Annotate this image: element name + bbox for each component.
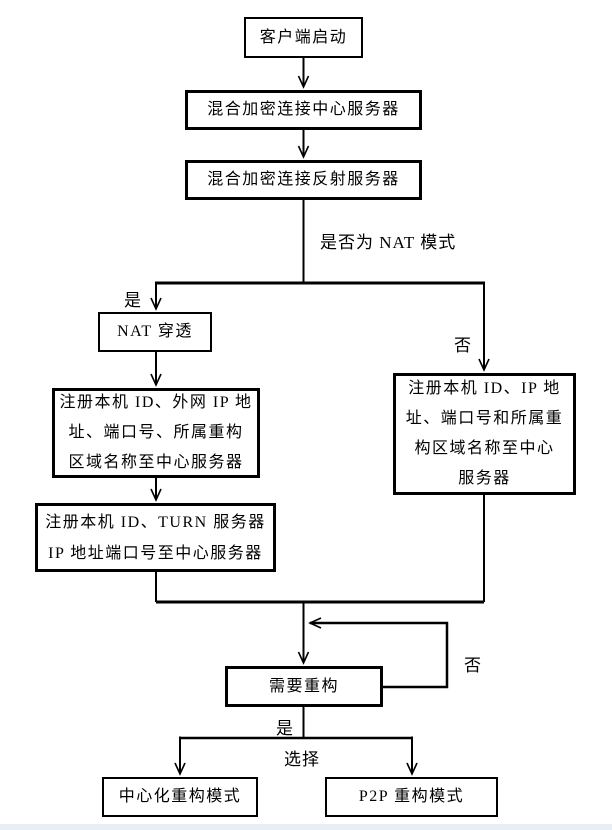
node-need-reconstruct: 需要重构 <box>225 666 383 707</box>
node-register-nat: 注册本机 ID、外网 IP 地 址、端口号、所属重构 区域名称至中心服务器 <box>52 388 260 478</box>
node-register-direct-line4: 服务器 <box>458 470 511 487</box>
node-register-direct-line1: 注册本机 ID、IP 地 <box>408 380 561 397</box>
node-need-reconstruct-label: 需要重构 <box>268 677 339 695</box>
node-connect-central-server: 混合加密连接中心服务器 <box>185 90 422 130</box>
node-connect-central-server-label: 混合加密连接中心服务器 <box>207 101 400 118</box>
node-connect-reflect-server-label: 混合加密连接反射服务器 <box>207 171 400 188</box>
edge-label-nat-question: 是否为 NAT 模式 <box>320 233 457 252</box>
node-nat-traversal: NAT 穿透 <box>98 312 212 352</box>
node-register-nat-line3: 区域名称至中心服务器 <box>68 454 244 471</box>
node-nat-traversal-label: NAT 穿透 <box>117 323 193 340</box>
edge-label-choose: 选择 <box>284 750 320 769</box>
node-register-turn-line1: 注册本机 ID、TURN 服务器 <box>45 513 266 531</box>
node-p2p-mode: P2P 重构模式 <box>325 777 498 817</box>
edge-label-no-reconstruct-loop: 否 <box>464 656 482 675</box>
node-register-nat-line1: 注册本机 ID、外网 IP 地 <box>59 394 253 411</box>
node-register-direct-line3: 构区域名称至中心 <box>414 440 555 457</box>
node-centralized-mode: 中心化重构模式 <box>102 777 258 817</box>
edge-label-yes-nat: 是 <box>124 291 142 310</box>
node-centralized-mode-label: 中心化重构模式 <box>118 788 242 805</box>
edge-label-no-nat: 否 <box>454 336 472 355</box>
node-client-start: 客户端启动 <box>244 17 363 58</box>
node-p2p-mode-label: P2P 重构模式 <box>358 788 465 805</box>
node-register-direct: 注册本机 ID、IP 地 址、端口号和所属重 构区域名称至中心 服务器 <box>393 373 576 495</box>
node-register-turn-line2: IP 地址端口号至中心服务器 <box>48 544 263 562</box>
node-register-turn: 注册本机 ID、TURN 服务器 IP 地址端口号至中心服务器 <box>35 503 276 572</box>
node-client-start-label: 客户端启动 <box>259 28 348 46</box>
node-register-direct-line2: 址、端口号和所属重 <box>405 410 564 427</box>
edge-label-yes-reconstruct: 是 <box>276 719 294 738</box>
node-connect-reflect-server: 混合加密连接反射服务器 <box>185 160 422 200</box>
footer-strip <box>0 824 612 830</box>
node-register-nat-line2: 址、端口号、所属重构 <box>68 424 244 441</box>
